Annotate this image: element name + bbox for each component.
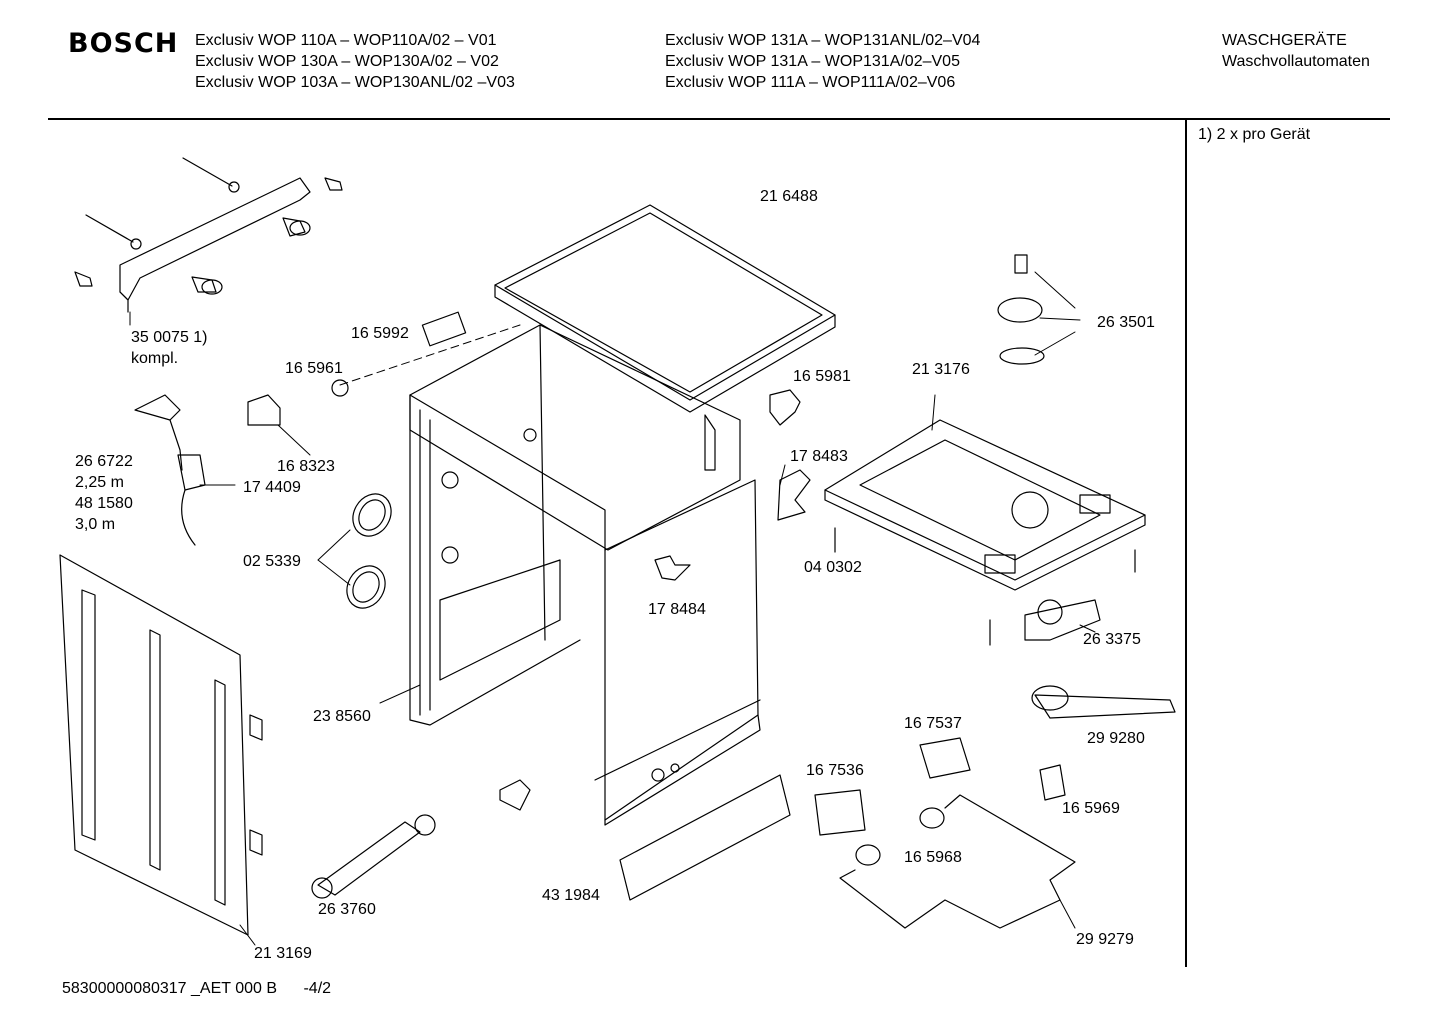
- notes-divider: [1185, 119, 1187, 967]
- panel-trim-drawing: [619, 774, 791, 901]
- part-label: 2,25 m: [75, 474, 124, 491]
- part-label: 48 1580: [75, 495, 133, 512]
- part-label: 26 3501: [1097, 314, 1155, 331]
- part-label: 16 7536: [806, 762, 864, 779]
- model-list-right: Exclusiv WOP 131A – WOP131ANL/02–V04 Exc…: [665, 30, 980, 93]
- adjustable-foot-drawing: [997, 254, 1045, 365]
- wrench-drawing: [311, 814, 436, 899]
- small-parts-drawing: [247, 311, 1136, 811]
- part-label: 29 9279: [1076, 931, 1134, 948]
- part-label: 04 0302: [804, 559, 862, 576]
- part-label: 43 1984: [542, 887, 600, 904]
- part-label: 21 3169: [254, 945, 312, 962]
- doc-number: 58300000080317 _AET 000 B: [62, 980, 278, 997]
- seal-rings-drawing: [346, 493, 392, 609]
- part-label: 16 5969: [1062, 800, 1120, 817]
- part-label: 3,0 m: [75, 516, 116, 533]
- part-label: 21 6488: [760, 188, 818, 205]
- page-number: -4/2: [303, 980, 332, 997]
- part-label: 16 5981: [793, 368, 851, 385]
- base-frame-drawing: [824, 419, 1146, 591]
- part-label: 26 6722: [75, 453, 133, 470]
- part-label: 35 0075 1): [131, 329, 208, 346]
- category-line: Waschvollautomaten: [1222, 53, 1370, 70]
- model-line: Exclusiv WOP 130A – WOP130A/02 – V02: [195, 53, 499, 70]
- part-label: 02 5339: [243, 553, 301, 570]
- document-code: 58300000080317 _AET 000 B -4/2: [62, 980, 331, 998]
- power-cord-drawing: [134, 394, 206, 546]
- part-label: 16 5992: [351, 325, 409, 342]
- exploded-parts-diagram: [59, 157, 1176, 946]
- footnote: 1) 2 x pro Gerät: [1198, 126, 1311, 143]
- model-line: Exclusiv WOP 131A – WOP131ANL/02–V04: [665, 32, 981, 49]
- model-line: Exclusiv WOP 111A – WOP111A/02–V06: [665, 74, 956, 91]
- part-label: 29 9280: [1087, 730, 1145, 747]
- model-line: Exclusiv WOP 110A – WOP110A/02 – V01: [195, 32, 497, 49]
- side-panel-drawing: [59, 554, 263, 936]
- part-label: kompl.: [131, 350, 179, 367]
- model-line: Exclusiv WOP 103A – WOP130ANL/02 –V03: [195, 74, 515, 91]
- part-label: 16 5961: [285, 360, 343, 377]
- part-label: 23 8560: [313, 708, 371, 725]
- worktop-drawing: [494, 204, 836, 413]
- model-line: Exclusiv WOP 131A – WOP131A/02–V05: [665, 53, 960, 70]
- part-label: 16 5968: [904, 849, 962, 866]
- part-label: 17 4409: [243, 479, 301, 496]
- part-label: 17 8483: [790, 448, 848, 465]
- part-label: 26 3375: [1083, 631, 1141, 648]
- category-title: WASCHGERÄTE Waschvollautomaten: [1222, 30, 1370, 72]
- part-label: 16 8323: [277, 458, 335, 475]
- part-label: 17 8484: [648, 601, 706, 618]
- category-line: WASCHGERÄTE: [1222, 32, 1347, 49]
- part-label: 16 7537: [904, 715, 962, 732]
- model-list-left: Exclusiv WOP 110A – WOP110A/02 – V01 Exc…: [195, 30, 515, 93]
- pump-parts-drawing: [814, 599, 1176, 866]
- bosch-logo: BOSCH: [68, 28, 179, 59]
- part-label: 21 3176: [912, 361, 970, 378]
- front-panel-drawing: [594, 479, 761, 826]
- part-label: 26 3760: [318, 901, 376, 918]
- leader-lines: [129, 271, 1096, 946]
- rear-bracket-drawing: [74, 157, 343, 313]
- header-divider: [48, 118, 1390, 120]
- cabinet-frame-drawing: [409, 324, 741, 821]
- heater-element-drawing: [839, 794, 1076, 929]
